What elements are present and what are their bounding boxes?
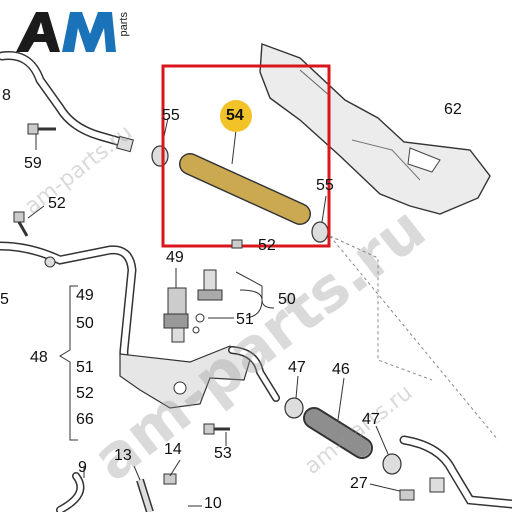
callout-51-right: 51 [236,311,254,328]
highlight-badge [220,100,252,132]
callout-59: 59 [24,155,42,172]
bolt-52-upper [13,211,29,237]
callout-51-group: 51 [76,359,94,376]
valve-block [119,345,251,409]
callout-27: 27 [350,475,368,492]
bolt-53 [203,423,230,435]
pipe-bottom-right [399,435,512,509]
sensor-49-left [163,287,189,343]
bracket-48 [59,285,78,441]
callout-46: 46 [332,361,350,378]
callout-55-right: 55 [316,177,334,194]
heat-shield-62 [259,43,491,215]
callout-8: 8 [2,87,11,104]
callout-47-left: 47 [288,359,306,376]
callout-52-middle: 52 [258,237,276,254]
callout-49-left: 49 [166,249,184,266]
callout-48: 48 [30,349,48,366]
callout-50-group: 50 [76,315,94,332]
callout-14: 14 [164,441,182,458]
callout-10: 10 [204,495,222,512]
highlight-frame [161,64,331,248]
callout-47-right: 47 [362,411,380,428]
callout-5: 5 [0,291,9,308]
logo-mark-icon [16,12,116,52]
callout-62: 62 [444,101,462,118]
callout-54: 54 [226,107,244,124]
callout-52-upper: 52 [48,195,66,212]
callout-55-left: 55 [162,107,180,124]
hose-54 [179,153,311,225]
bolt-59 [27,123,56,135]
hose-46 [303,407,373,459]
callout-9: 9 [78,459,87,476]
logo-sub-text: parts [118,12,130,37]
callout-50-right: 50 [278,291,296,308]
brand-logo: parts [14,8,144,56]
sensor-49-right [197,269,223,301]
callout-53: 53 [214,445,232,462]
callout-66: 66 [76,411,94,428]
callout-49-group: 49 [76,287,94,304]
callout-13: 13 [114,447,132,464]
reference-dashed-line [329,235,433,381]
callout-52-group: 52 [76,385,94,402]
